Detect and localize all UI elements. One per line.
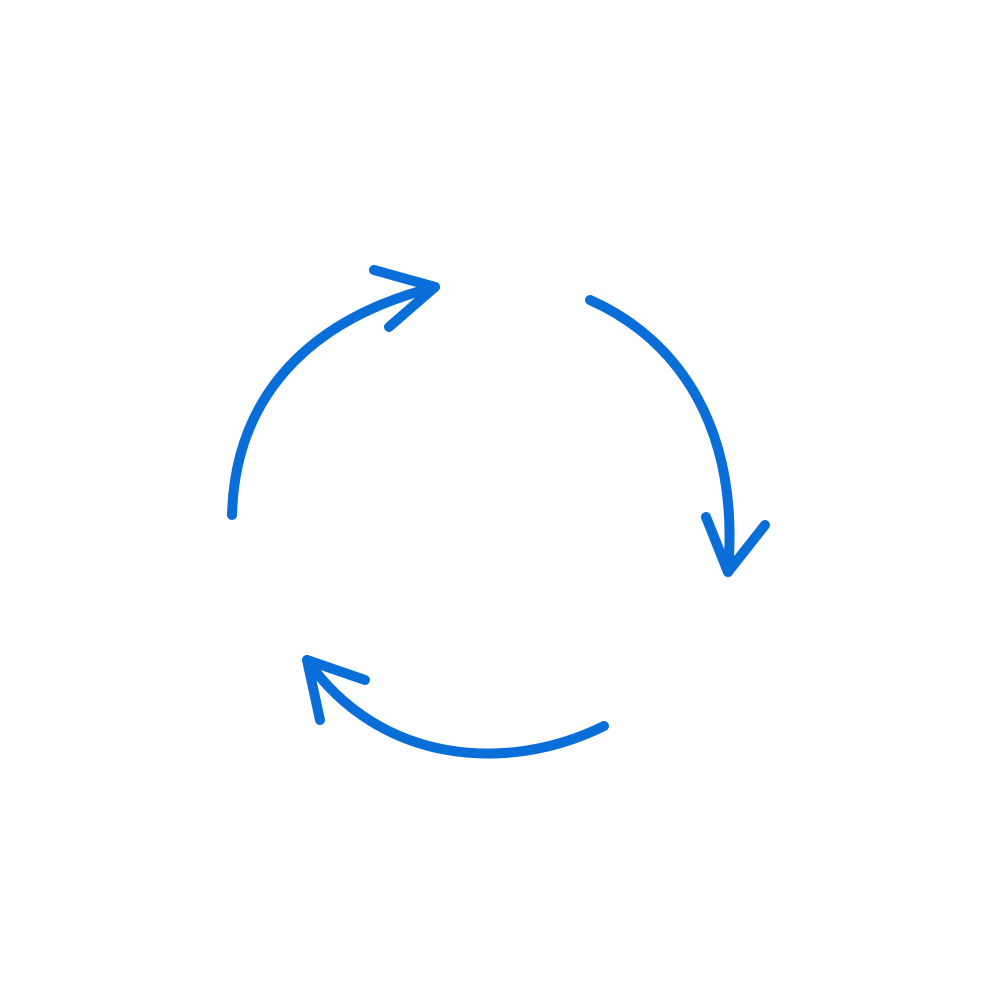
arrow-top-left-arc <box>227 282 440 520</box>
arrow-top-left <box>227 265 440 520</box>
arrow-right-arc <box>585 295 735 577</box>
arrow-bottom-arc <box>302 655 609 759</box>
arrow-bottom-head <box>302 655 370 725</box>
arrow-right <box>585 295 770 577</box>
arrow-bottom <box>302 655 609 759</box>
arrow-right-head <box>701 512 770 577</box>
arrow-top-left-head <box>369 265 440 332</box>
